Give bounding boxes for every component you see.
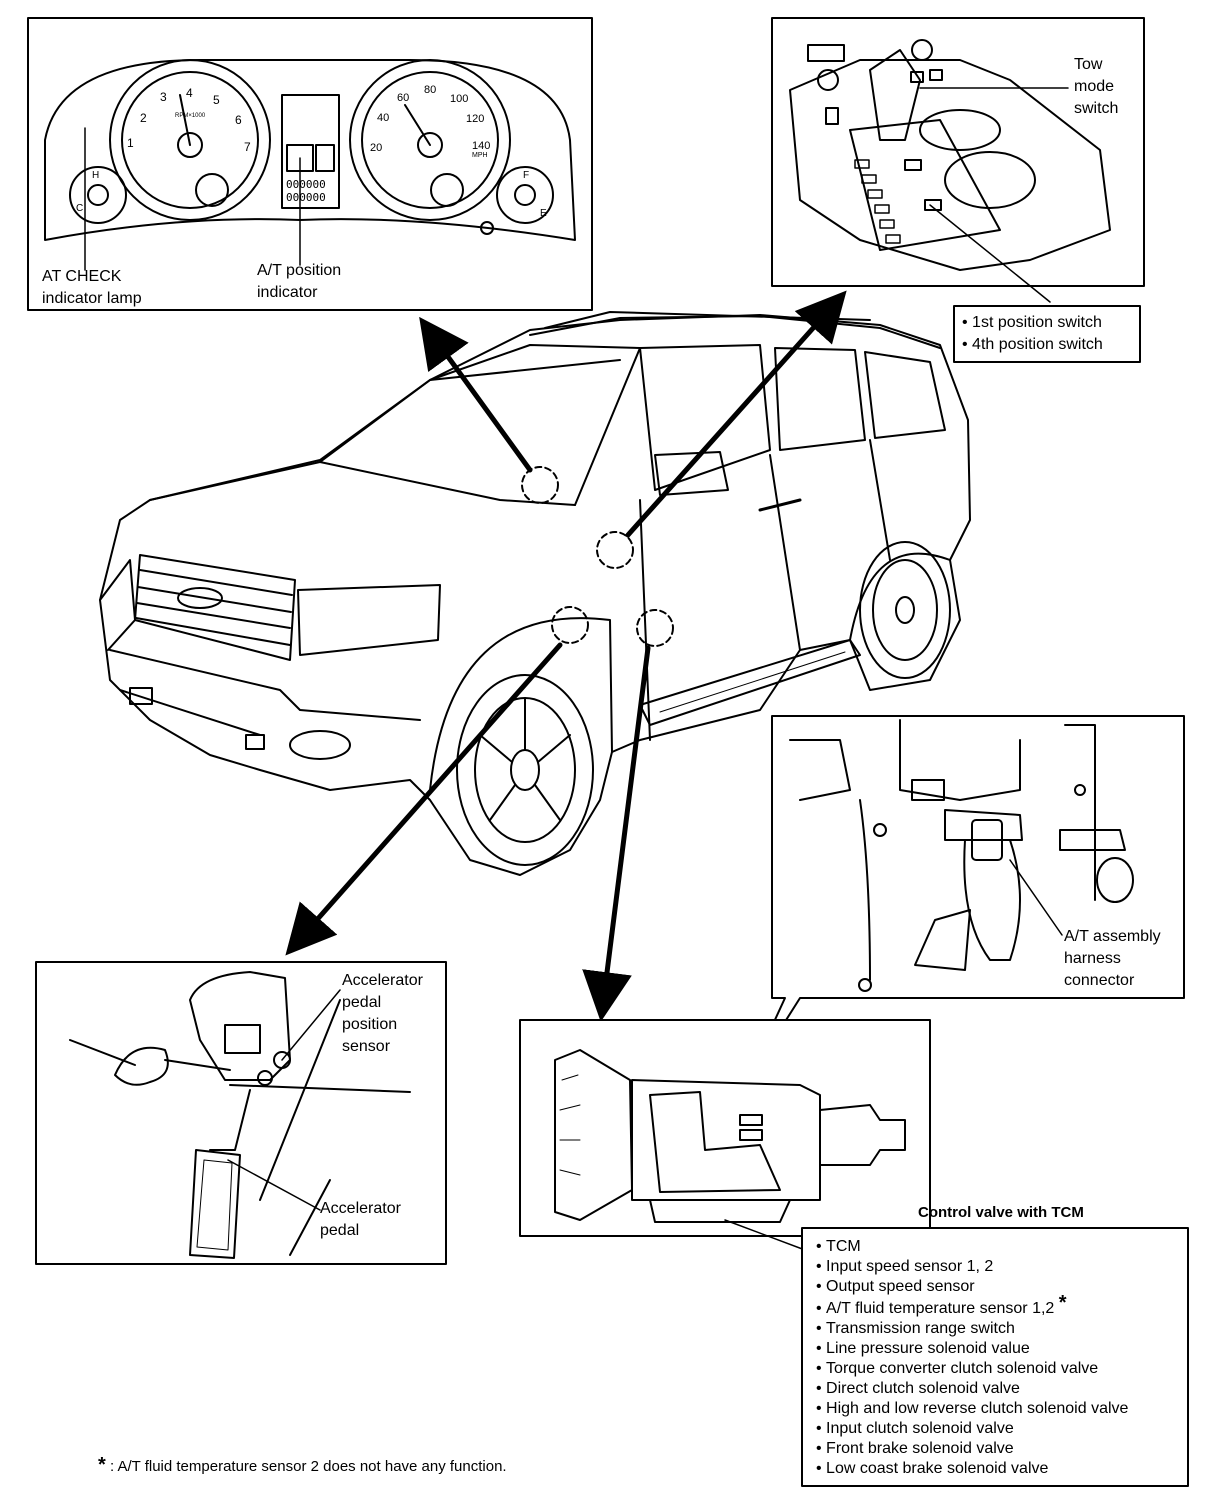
transmission-illustration bbox=[554, 1049, 906, 1251]
transmission-callout-circle bbox=[636, 609, 674, 647]
list-item: Line pressure solenoid value bbox=[816, 1339, 1128, 1359]
pedal-callout-circle bbox=[551, 606, 589, 644]
pedal-panel bbox=[35, 961, 447, 1265]
harness-connector-label: A/T assembly harness connector bbox=[1064, 928, 1161, 989]
footnote-asterisk: * bbox=[98, 1454, 106, 1476]
list-item: 4th position switch bbox=[962, 334, 1103, 356]
list-item: Low coast brake solenoid valve bbox=[816, 1459, 1128, 1479]
shifter-console-illustration bbox=[789, 39, 1111, 303]
list-item: Input speed sensor 1, 2 bbox=[816, 1257, 1128, 1277]
cluster-panel bbox=[27, 17, 593, 311]
suv-illustration bbox=[99, 311, 971, 876]
instrument-cluster bbox=[44, 59, 576, 271]
shifter-callout-circle bbox=[596, 531, 634, 569]
list-item: High and low reverse clutch solenoid val… bbox=[816, 1399, 1128, 1419]
list-item: Transmission range switch bbox=[816, 1319, 1128, 1339]
accelerator-pedal-position-sensor-label: Accelerator pedal position sensor bbox=[342, 972, 423, 1055]
control-valve-component-list: TCM Input speed sensor 1, 2 Output speed… bbox=[816, 1237, 1128, 1479]
list-item: A/T fluid temperature sensor 1,2 * bbox=[816, 1293, 1128, 1319]
at-assembly-connector-plug bbox=[971, 819, 1003, 861]
harness-connector-illustration bbox=[789, 719, 1134, 992]
list-item: Torque converter clutch solenoid valve bbox=[816, 1359, 1128, 1379]
callout-arrows bbox=[285, 290, 847, 1022]
footnote-text: : A/T fluid temperature sensor 2 does no… bbox=[109, 1458, 507, 1475]
footnote: * : A/T fluid temperature sensor 2 does … bbox=[98, 1454, 507, 1478]
odometer-display: 000000 000000 bbox=[286, 178, 326, 204]
accelerator-pedal-label: Accelerator pedal bbox=[320, 1200, 401, 1239]
list-item: 1st position switch bbox=[962, 312, 1103, 334]
tow-mode-switch-label: Tow mode switch bbox=[1074, 56, 1119, 117]
list-item: Direct clutch solenoid valve bbox=[816, 1379, 1128, 1399]
cluster-callout-circle bbox=[521, 466, 559, 504]
transmission-panel bbox=[519, 1019, 931, 1237]
list-item: Front brake solenoid valve bbox=[816, 1439, 1128, 1459]
list-item: TCM bbox=[816, 1237, 1128, 1257]
accelerator-pedal-illustration bbox=[69, 971, 411, 1259]
at-check-indicator-label: AT CHECK indicator lamp bbox=[42, 268, 142, 307]
control-valve-title: Control valve with TCM bbox=[918, 1204, 1084, 1221]
position-switch-list: 1st position switch 4th position switch bbox=[962, 312, 1103, 356]
list-item: Output speed sensor bbox=[816, 1277, 1128, 1297]
asterisk-mark: * bbox=[1058, 1292, 1067, 1314]
list-item: Input clutch solenoid valve bbox=[816, 1419, 1128, 1439]
at-position-indicator-label: A/T position indicator bbox=[257, 262, 342, 301]
